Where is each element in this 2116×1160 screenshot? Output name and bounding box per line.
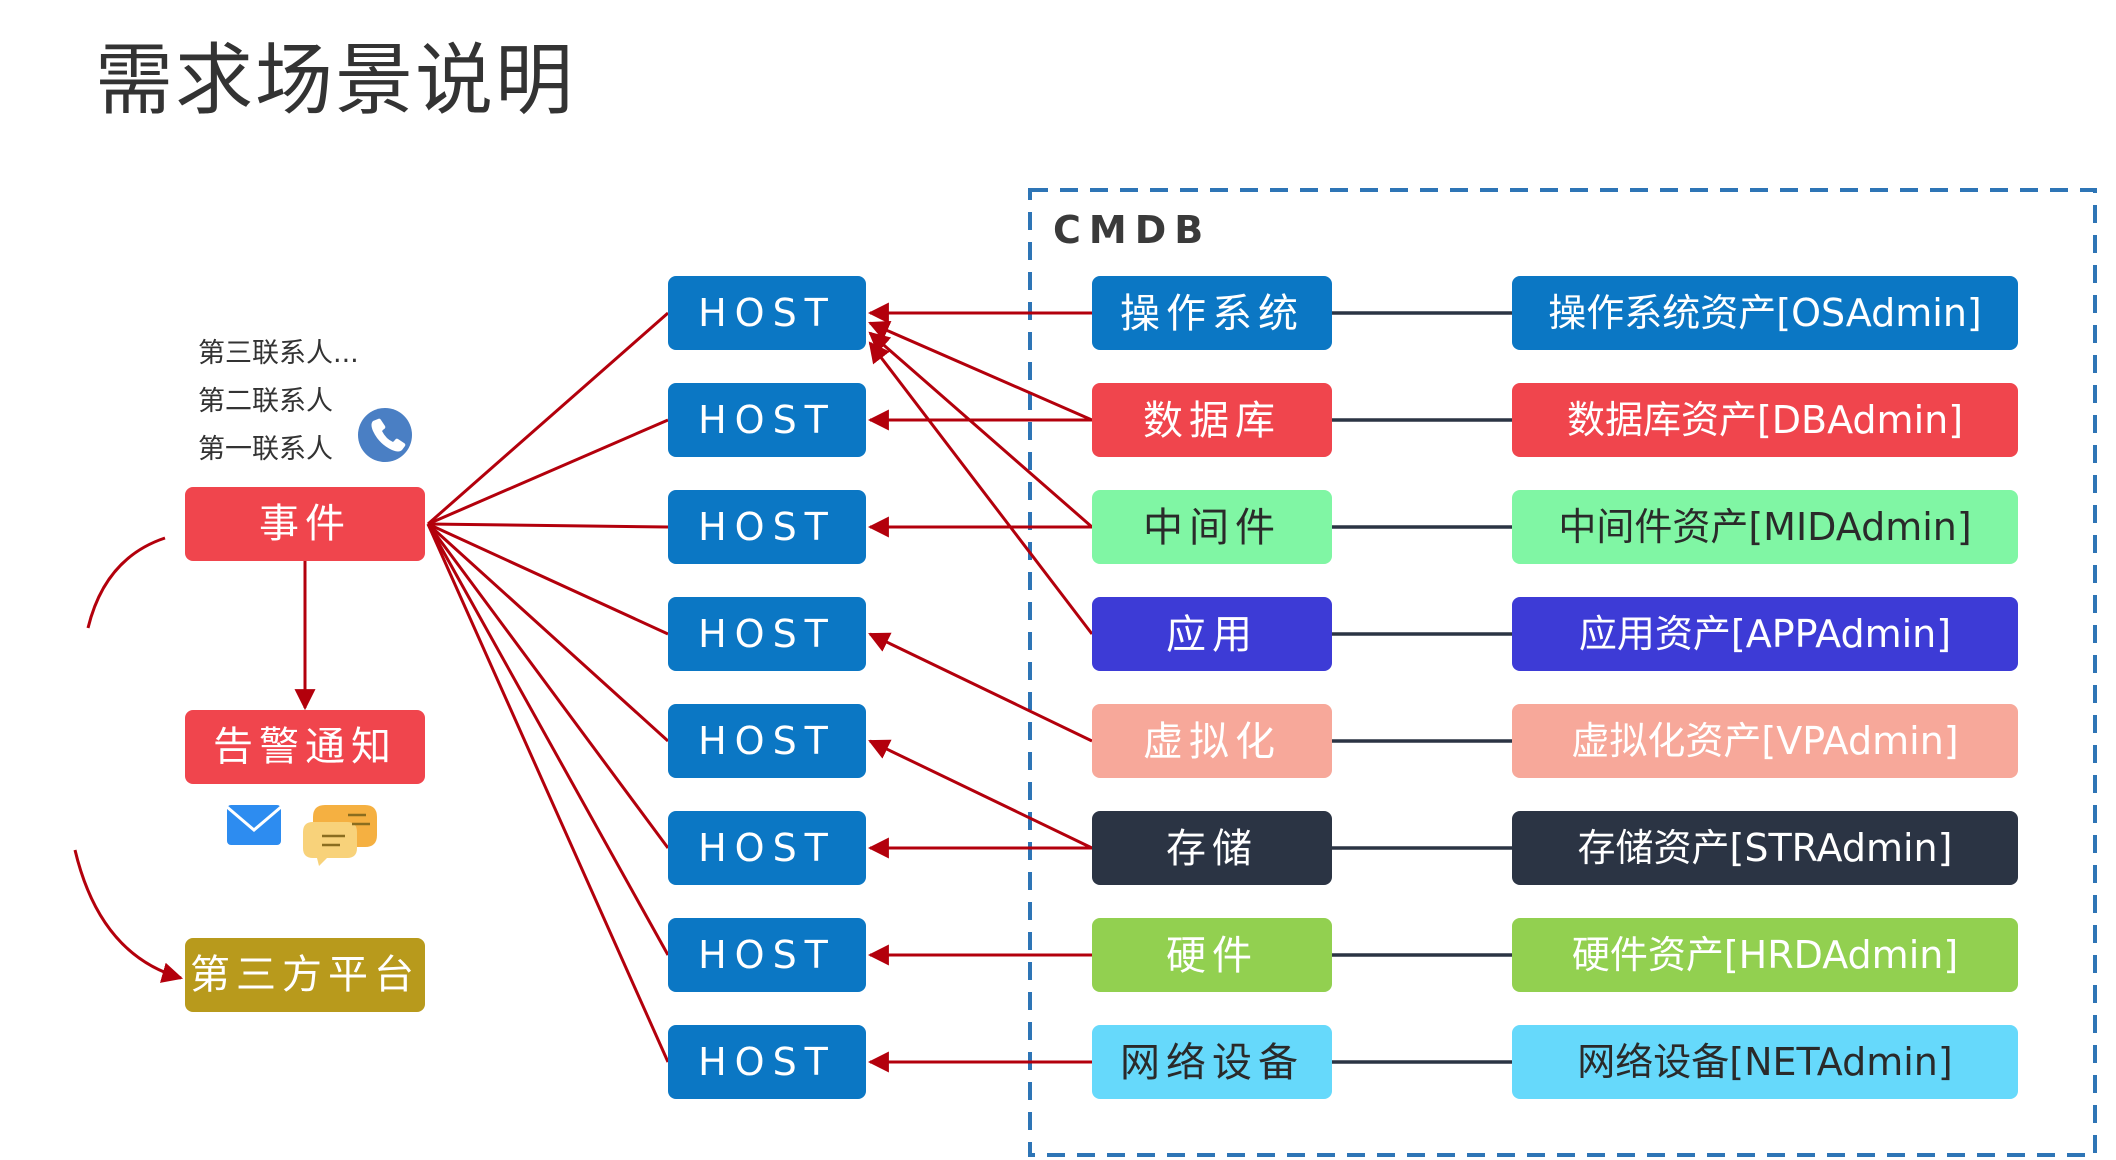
host-label: HOST	[698, 1040, 836, 1084]
host-label: HOST	[698, 826, 836, 870]
alert-label: 告警通知	[213, 724, 397, 770]
category-label: 中间件	[1143, 505, 1281, 551]
phone-icon	[358, 408, 412, 462]
asset-column: 操作系统资产[OSAdmin] 数据库资产[DBAdmin] 中间件资产[MIDAd…	[1512, 276, 2018, 1099]
host-box: HOST	[668, 490, 866, 564]
connector-lines	[426, 311, 1512, 1064]
host-box: HOST	[668, 918, 866, 992]
category-box: 中间件	[1092, 490, 1332, 564]
contact-second: 第二联系人	[198, 386, 333, 417]
host-box: HOST	[668, 811, 866, 885]
asset-label: 虚拟化资产[VPAdmin]	[1571, 719, 1958, 763]
category-host-arrow	[868, 632, 1093, 743]
asset-label: 存储资产[STRAdmin]	[1578, 826, 1953, 870]
category-box: 应用	[1092, 597, 1332, 671]
asset-box: 应用资产[APPAdmin]	[1512, 597, 2018, 671]
event-host-line	[427, 522, 669, 636]
category-box: 数据库	[1092, 383, 1332, 457]
host-box: HOST	[668, 1025, 866, 1099]
cmdb-label: CMDB	[1053, 208, 1211, 252]
event-host-line	[426, 523, 670, 956]
event-host-line	[426, 523, 670, 1063]
host-label: HOST	[698, 398, 836, 442]
asset-label: 硬件资产[HRDAdmin]	[1572, 933, 1958, 977]
asset-box: 虚拟化资产[VPAdmin]	[1512, 704, 2018, 778]
asset-box: 网络设备[NETAdmin]	[1512, 1025, 2018, 1099]
contacts-list: 第三联系人... 第二联系人 第一联系人	[198, 338, 359, 465]
host-label: HOST	[698, 291, 836, 335]
category-host-arrow	[868, 739, 1093, 850]
asset-label: 数据库资产[DBAdmin]	[1567, 398, 1963, 442]
host-label: HOST	[698, 505, 836, 549]
asset-box: 中间件资产[MIDAdmin]	[1512, 490, 2018, 564]
alert-thirdparty-arc	[73, 849, 184, 983]
event-host-line	[426, 522, 670, 743]
asset-label: 网络设备[NETAdmin]	[1577, 1040, 1952, 1084]
host-box: HOST	[668, 383, 866, 457]
category-label: 存储	[1166, 826, 1258, 872]
asset-box: 操作系统资产[OSAdmin]	[1512, 276, 2018, 350]
host-box: HOST	[668, 276, 866, 350]
category-box: 硬件	[1092, 918, 1332, 992]
email-icon	[226, 805, 282, 845]
category-label: 应用	[1166, 612, 1258, 658]
third-party-label: 第三方平台	[190, 952, 420, 998]
category-host-arrow	[868, 320, 1093, 422]
asset-label: 操作系统资产[OSAdmin]	[1548, 291, 1982, 335]
host-box: HOST	[668, 597, 866, 671]
event-alert-arc	[86, 536, 166, 629]
category-label: 硬件	[1166, 933, 1258, 979]
arrow-links	[867, 302, 1094, 1073]
asset-label: 应用资产[APPAdmin]	[1579, 612, 1951, 656]
category-box: 虚拟化	[1092, 704, 1332, 778]
category-box: 网络设备	[1092, 1025, 1332, 1099]
cmdb-region	[1028, 188, 2097, 1157]
category-label: 数据库	[1143, 398, 1281, 444]
category-host-arrow	[868, 331, 1093, 529]
category-box: 存储	[1092, 811, 1332, 885]
event-host-line	[427, 418, 669, 526]
alert-box: 告警通知	[185, 710, 425, 784]
contact-first: 第一联系人	[198, 434, 333, 465]
event-host-line	[427, 522, 669, 529]
event-label: 事件	[259, 501, 351, 547]
host-column: HOST HOST HOST HOST HOST HOST HOST HOST	[668, 276, 866, 1099]
category-label: 操作系统	[1120, 291, 1304, 337]
host-box: HOST	[668, 704, 866, 778]
contact-third: 第三联系人...	[198, 338, 359, 369]
page-title: 需求场景说明	[95, 36, 576, 126]
asset-box: 存储资产[STRAdmin]	[1512, 811, 2018, 885]
asset-box: 硬件资产[HRDAdmin]	[1512, 918, 2018, 992]
third-party-box: 第三方平台	[185, 938, 425, 1012]
category-host-arrow	[868, 341, 1094, 635]
host-label: HOST	[698, 933, 836, 977]
host-label: HOST	[698, 719, 836, 763]
category-label: 虚拟化	[1143, 719, 1281, 765]
event-host-line	[427, 311, 669, 526]
event-host-line	[426, 523, 670, 849]
asset-label: 中间件资产[MIDAdmin]	[1558, 505, 1971, 549]
host-label: HOST	[698, 612, 836, 656]
category-box: 操作系统	[1092, 276, 1332, 350]
event-box: 事件	[185, 487, 425, 561]
category-label: 网络设备	[1120, 1040, 1304, 1086]
chat-icon	[303, 805, 377, 866]
asset-box: 数据库资产[DBAdmin]	[1512, 383, 2018, 457]
